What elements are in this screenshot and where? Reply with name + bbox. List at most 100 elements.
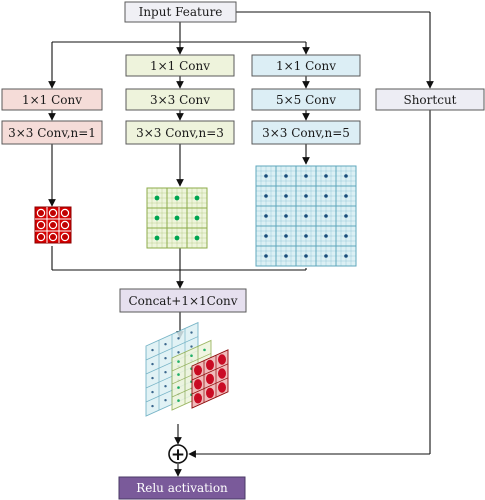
stack-grid-line: [191, 363, 229, 381]
stack-dot: [194, 393, 202, 404]
branch2-conv-b-box: [125, 88, 235, 111]
kernel-dot: [284, 234, 288, 238]
branch1-conv-b-label: 3×3 Conv,n=1: [8, 126, 96, 140]
plus-circle: [168, 444, 188, 464]
kernel-dot-inner: [50, 222, 56, 228]
stack-dot: [151, 362, 154, 366]
stack-dot: [203, 348, 206, 352]
stack-dot: [177, 373, 180, 376]
kernel-grid-5x5-blue: [255, 165, 357, 267]
stack-layer: [191, 349, 229, 409]
kernel-dot: [324, 174, 328, 178]
kernel-dot: [264, 254, 268, 258]
stack-dot: [164, 385, 167, 388]
kernel-dot: [194, 235, 200, 241]
stack-dot: [177, 337, 180, 340]
stack-dot: [164, 343, 167, 346]
kernel-dot: [324, 234, 328, 238]
branch2-conv-c-label: 3×3 Conv,n=3: [136, 126, 224, 140]
branch-3: 1×1 Conv 5×5 Conv 3×3 Conv,n=5: [251, 54, 361, 145]
branch3-conv-b-label: 5×5 Conv: [276, 93, 336, 107]
stack-grid-line: [171, 353, 212, 372]
kernel-dot: [264, 194, 268, 198]
concat-label: Concat+1×1Conv: [128, 294, 237, 308]
kernel-dot-inner: [38, 222, 44, 228]
input-feature-label: Input Feature: [139, 5, 223, 19]
stack-dot: [177, 399, 180, 402]
kernel-dot: [324, 214, 328, 218]
kernel-grid-3x3-red: [34, 206, 72, 244]
stack-dot: [164, 357, 167, 360]
kernel-dot-inner: [38, 234, 44, 240]
relu-label: Relu activation: [136, 481, 228, 495]
branch1-conv-b-box: [1, 120, 103, 145]
stack-dot: [194, 379, 202, 390]
branch-1: 1×1 Conv 3×3 Conv,n=1: [1, 88, 103, 145]
stack-dot: [206, 373, 214, 385]
input-feature-box: [124, 1, 237, 23]
branch1-conv-a-box: [1, 88, 103, 111]
branch-2: 1×1 Conv 3×3 Conv 3×3 Conv,n=3: [125, 54, 235, 145]
shortcut-node: Shortcut: [375, 88, 485, 111]
relu-node: Relu activation: [118, 476, 246, 500]
kernel-dot: [284, 254, 288, 258]
kernel-dot: [154, 215, 160, 221]
stack-dot: [218, 382, 226, 393]
add-node: +: [168, 444, 188, 465]
branch2-conv-b-label: 3×3 Conv: [150, 93, 210, 107]
kernel-dot-inner: [62, 210, 68, 216]
stack-dot: [151, 348, 154, 352]
kernel-dot: [344, 174, 348, 178]
branch2-conv-a-box: [125, 54, 235, 77]
kernel-dot: [284, 174, 288, 178]
stack-grid-line: [191, 377, 229, 395]
kernel-dot: [304, 214, 308, 218]
kernel-dot-inner: [50, 234, 56, 240]
kernel-grid-3x3-green: [146, 187, 208, 249]
stack-dot: [218, 368, 226, 379]
stack-dot: [177, 351, 180, 354]
plus-icon: +: [171, 445, 185, 465]
branch3-conv-a-label: 1×1 Conv: [276, 59, 336, 73]
kernel-dot: [154, 195, 160, 201]
shortcut-label: Shortcut: [403, 93, 456, 107]
stack-dot: [151, 404, 154, 408]
kernel-dot: [344, 234, 348, 238]
kernel-dot: [194, 215, 200, 221]
kernel-dot: [284, 194, 288, 198]
branch3-conv-c-box: [251, 120, 361, 145]
stack-dot: [151, 376, 154, 380]
kernel-dot: [194, 195, 200, 201]
branch2-conv-c-box: [125, 120, 235, 145]
stack-dot: [164, 371, 167, 374]
kernel-dot: [304, 194, 308, 198]
stack-dot: [190, 345, 193, 348]
stack-dot: [194, 365, 202, 376]
kernel-dot-inner: [62, 222, 68, 228]
stack-dot: [190, 354, 193, 358]
branch3-conv-a-box: [251, 54, 361, 77]
kernel-dot: [344, 214, 348, 218]
branch2-conv-a-label: 1×1 Conv: [150, 59, 210, 73]
kernel-dot: [304, 174, 308, 178]
branch3-conv-b-box: [251, 88, 361, 111]
concat-node: Concat+1×1Conv: [119, 288, 247, 313]
concat-box: [119, 288, 247, 313]
stack-dot: [190, 331, 193, 334]
stack-dot: [177, 360, 180, 363]
kernel-dot-inner: [62, 234, 68, 240]
kernel-dot: [304, 254, 308, 258]
kernel-dot: [174, 235, 180, 241]
stack-grid-line: [145, 336, 199, 361]
kernel-dot: [154, 235, 160, 241]
input-feature-node: Input Feature: [124, 1, 237, 23]
kernel-dot: [264, 174, 268, 178]
kernel-dot: [264, 214, 268, 218]
kernel-dot-inner: [50, 210, 56, 216]
kernel-dot: [324, 254, 328, 258]
connectors: [48, 11, 434, 477]
stack-dot: [206, 387, 214, 399]
branch1-conv-a-label: 1×1 Conv: [22, 93, 82, 107]
kernel-dot: [344, 194, 348, 198]
